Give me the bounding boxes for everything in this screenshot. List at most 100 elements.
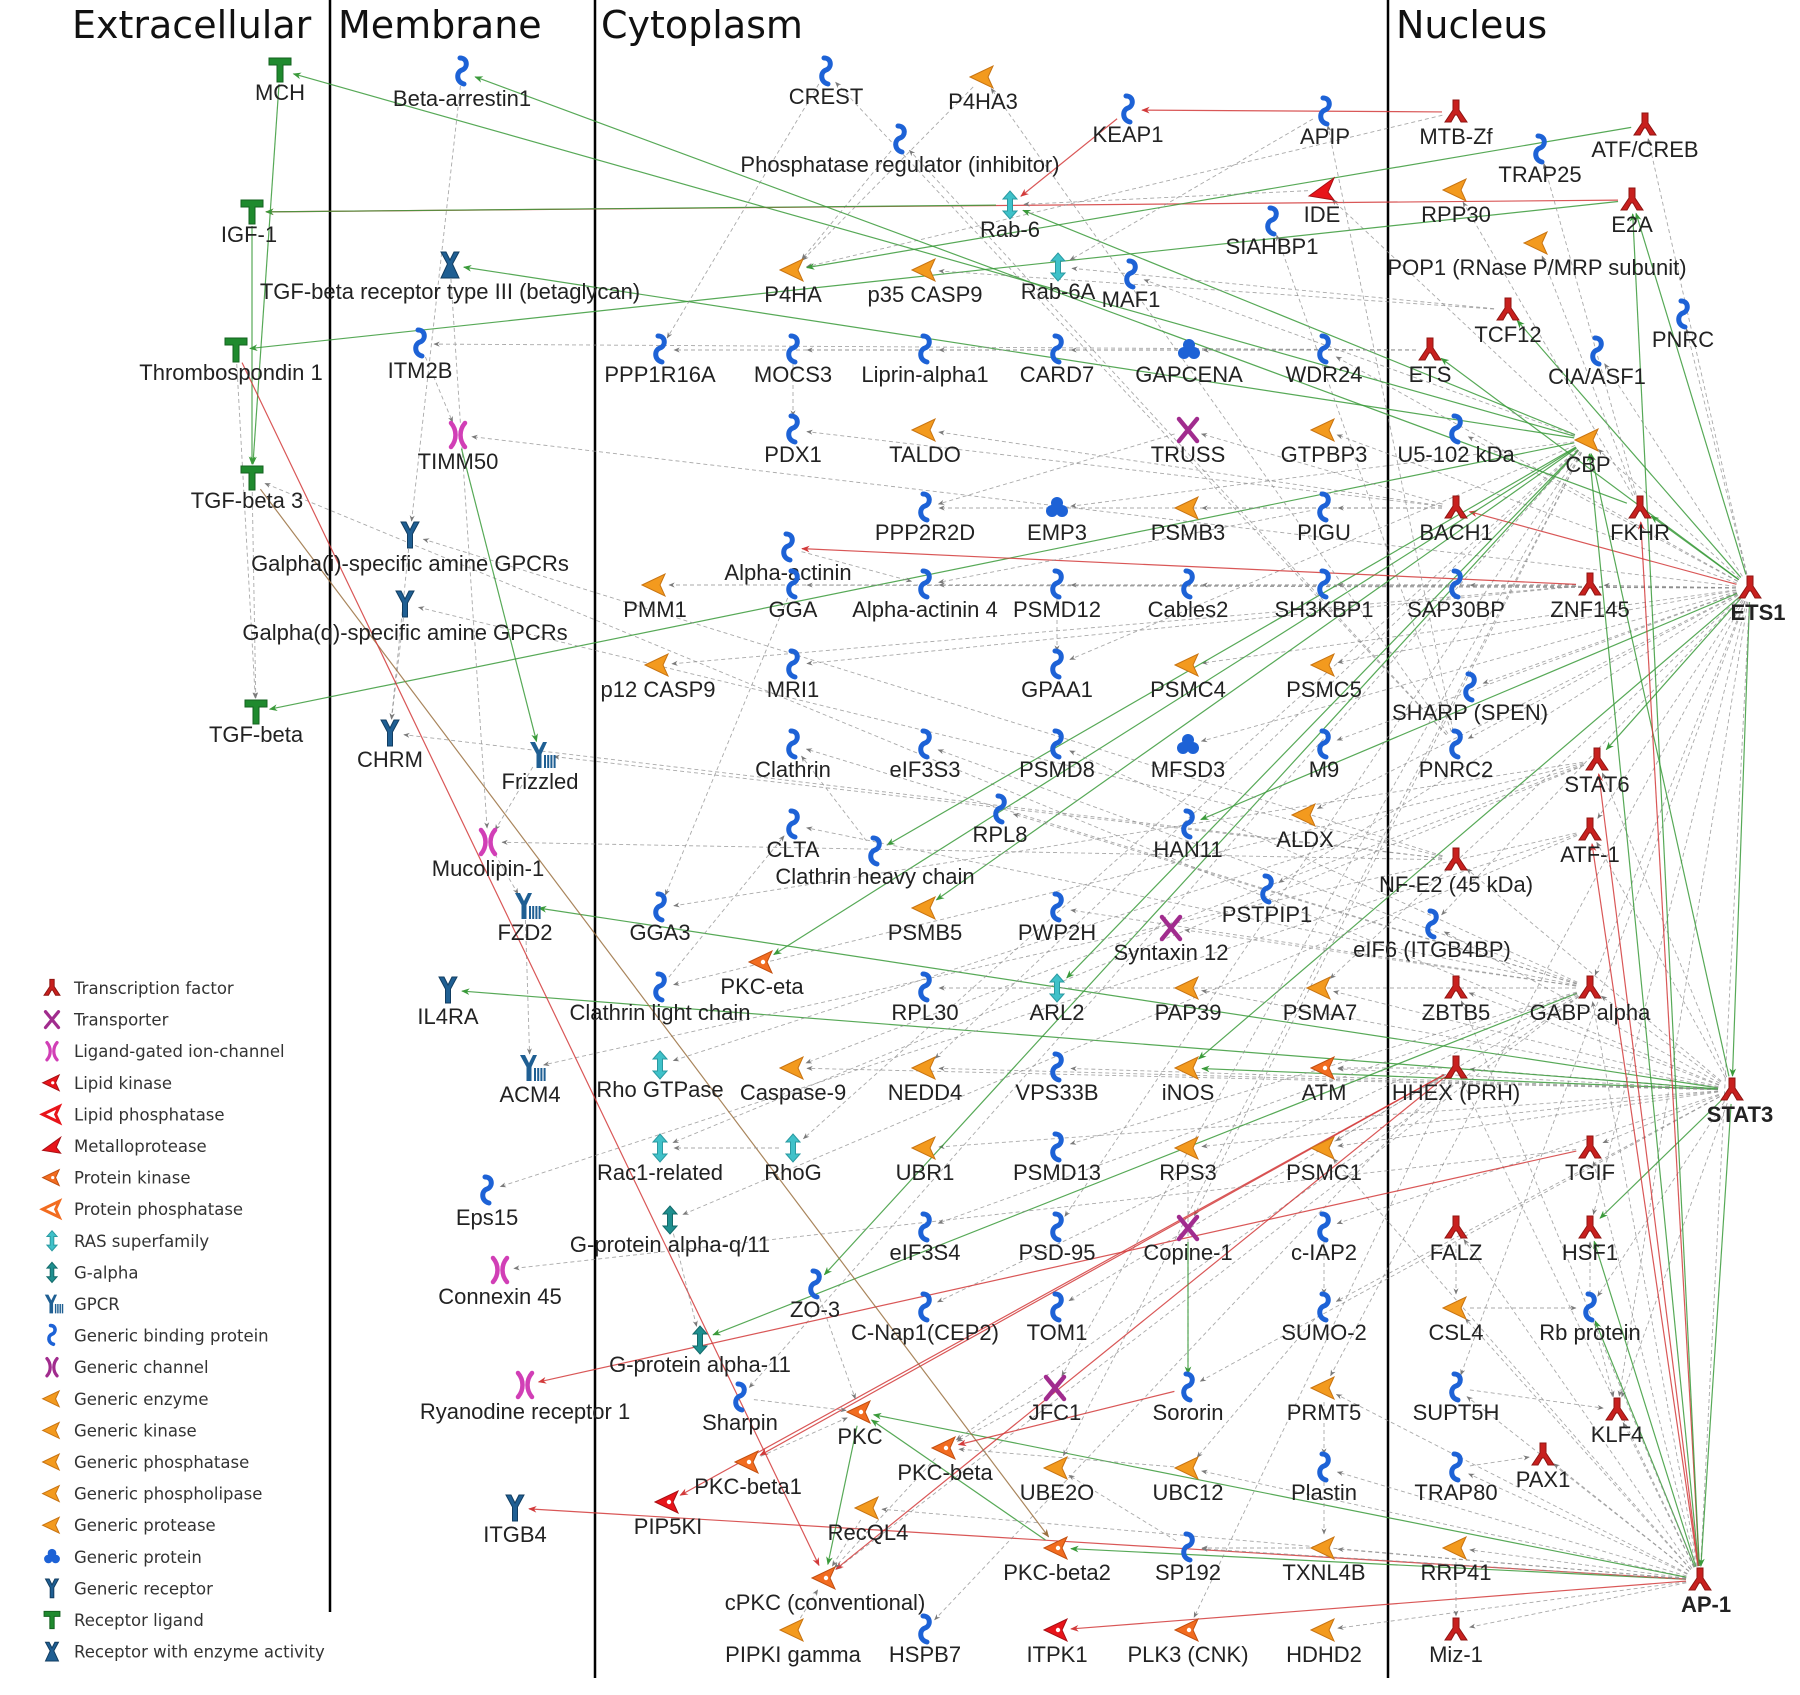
node-rpp30[interactable]: RPP30 [1421,177,1491,227]
node-e2a[interactable]: E2A [1611,187,1653,237]
node-vps33b[interactable]: VPS33B [1015,1051,1099,1105]
node-hsf1[interactable]: HSF1 [1562,1215,1618,1265]
node-ubc12[interactable]: UBC12 [1153,1455,1224,1505]
node-p12c9[interactable]: p12 CASP9 [601,652,716,702]
node-truss[interactable]: TRUSS [1151,416,1226,467]
node-trap80[interactable]: TRAP80 [1414,1451,1498,1505]
node-gpaq11[interactable]: G-protein alpha-q/11 [570,1205,770,1257]
node-gabpa[interactable]: GABP alpha [1530,975,1651,1025]
node-timm50[interactable]: TIMM50 [418,420,499,474]
node-phreg[interactable]: Phosphatase regulator (inhibitor) [740,123,1060,177]
node-mch[interactable]: MCH [255,57,305,105]
node-rpl8[interactable]: RPL8 [972,793,1028,847]
node-keap1[interactable]: KEAP1 [1093,93,1164,147]
node-atf1[interactable]: ATF-1 [1560,817,1620,867]
node-barr1[interactable]: Beta-arrestin1 [393,55,531,111]
node-sororin[interactable]: Sororin [1153,1371,1224,1425]
node-rrp41[interactable]: RRP41 [1421,1535,1492,1585]
node-gapcena[interactable]: GAPCENA [1135,339,1243,387]
node-u5102[interactable]: U5-102 kDa [1397,413,1515,467]
node-stx12[interactable]: Syntaxin 12 [1114,914,1229,965]
node-p4ha[interactable]: P4HA [764,257,822,307]
node-sh3kbp1[interactable]: SH3KBP1 [1274,568,1374,622]
node-tgfbr3[interactable]: TGF-beta receptor type III (betaglycan) [260,251,640,304]
node-sp192[interactable]: SP192 [1155,1531,1221,1585]
node-hspb7[interactable]: HSPB7 [889,1613,961,1667]
node-mfsd3[interactable]: MFSD3 [1151,734,1226,782]
node-ppp1r16a[interactable]: PPP1R16A [604,333,716,387]
node-fzd2[interactable]: FZD2 [498,893,553,945]
node-eif6[interactable]: eIF6 (ITGB4BP) [1353,908,1511,962]
node-itm2b[interactable]: ITM2B [388,327,453,383]
node-miz1[interactable]: Miz-1 [1429,1617,1483,1667]
node-taldo[interactable]: TALDO [889,417,961,467]
node-thbs1[interactable]: Thrombospondin 1 [139,337,323,385]
node-plastin[interactable]: Plastin [1291,1451,1357,1505]
node-maf1[interactable]: MAF1 [1102,258,1161,312]
node-cnap1[interactable]: C-Nap1(CEP2) [851,1291,999,1345]
node-tgfb[interactable]: TGF-beta [209,699,304,747]
node-igf1[interactable]: IGF-1 [221,199,277,247]
node-gtpbp3[interactable]: GTPBP3 [1281,417,1368,467]
node-bach1[interactable]: BACH1 [1419,495,1493,545]
node-gga[interactable]: GGA [769,568,818,622]
node-zo3[interactable]: ZO-3 [790,1268,840,1322]
node-inos[interactable]: iNOS [1162,1055,1215,1105]
node-rps3[interactable]: RPS3 [1159,1135,1217,1185]
node-acm4[interactable]: ACM4 [499,1055,561,1107]
node-stat6[interactable]: STAT6 [1564,747,1630,797]
node-p35c9[interactable]: p35 CASP9 [868,257,983,307]
node-gpa11[interactable]: G-protein alpha-11 [609,1325,791,1377]
node-hhex[interactable]: HHEX (PRH) [1392,1055,1520,1105]
node-pax1[interactable]: PAX1 [1516,1442,1571,1492]
node-m9[interactable]: M9 [1309,728,1340,782]
node-txnl4b[interactable]: TXNL4B [1282,1535,1366,1585]
node-cpne1[interactable]: Copine-1 [1143,1214,1233,1265]
node-zbtb5[interactable]: ZBTB5 [1422,975,1490,1025]
node-ciap2[interactable]: c-IAP2 [1291,1211,1357,1265]
node-psma7[interactable]: PSMA7 [1283,975,1358,1025]
node-recql4[interactable]: RecQL4 [828,1495,909,1545]
node-plk3[interactable]: PLK3 (CNK) [1127,1617,1249,1667]
node-rhog[interactable]: RhoG [764,1133,822,1185]
node-trap25[interactable]: TRAP25 [1498,133,1582,187]
node-p4ha3[interactable]: P4HA3 [948,64,1018,114]
node-card7[interactable]: CARD7 [1020,333,1095,387]
node-supt5h[interactable]: SUPT5H [1413,1371,1500,1425]
node-mocs3[interactable]: MOCS3 [754,333,832,387]
node-aldx[interactable]: ALDX [1276,802,1334,852]
node-lipa1[interactable]: Liprin-alpha1 [861,333,989,387]
node-jfc1[interactable]: JFC1 [1029,1374,1082,1425]
node-sap30bp[interactable]: SAP30BP [1407,568,1505,622]
node-tgfb3[interactable]: TGF-beta 3 [191,465,303,513]
node-falz[interactable]: FALZ [1430,1215,1483,1265]
node-cpkc[interactable]: cPKC (conventional) [725,1565,926,1615]
node-nfe2[interactable]: NF-E2 (45 kDa) [1379,847,1533,897]
node-sharp[interactable]: SHARP (SPEN) [1392,671,1548,725]
node-psmd12[interactable]: PSMD12 [1013,568,1101,622]
node-ets1[interactable]: ETS1 [1730,575,1786,625]
node-psmc1[interactable]: PSMC1 [1286,1135,1362,1185]
node-eif3s4[interactable]: eIF3S4 [890,1211,961,1265]
node-gai[interactable]: Galpha(i)-specific amine GPCRs [251,521,569,576]
node-pkc[interactable]: PKC [837,1399,883,1449]
node-ubr1[interactable]: UBR1 [896,1135,955,1185]
node-eif3s3[interactable]: eIF3S3 [890,728,961,782]
node-stat3[interactable]: STAT3 [1707,1077,1773,1127]
node-pap39[interactable]: PAP39 [1155,975,1222,1025]
node-rab6[interactable]: Rab-6 [980,190,1040,242]
node-ppp2r2d[interactable]: PPP2R2D [875,491,975,545]
node-gaq[interactable]: Galpha(q)-specific amine GPCRs [242,590,568,645]
node-ryr1[interactable]: Ryanodine receptor 1 [420,1370,630,1424]
node-nedd4[interactable]: NEDD4 [888,1055,963,1105]
node-ube2o[interactable]: UBE2O [1020,1455,1095,1505]
node-fkhr[interactable]: FKHR [1610,495,1670,545]
node-wdr24[interactable]: WDR24 [1285,333,1363,387]
node-cbp[interactable]: CBP [1565,427,1611,477]
node-il4ra[interactable]: IL4RA [417,976,479,1029]
node-han11[interactable]: HAN11 [1153,808,1223,862]
node-ciaasf1[interactable]: CIA/ASF1 [1548,335,1646,389]
node-actn4[interactable]: Alpha-actinin 4 [852,568,998,622]
node-frz[interactable]: Frizzled [501,742,579,794]
node-itgb4[interactable]: ITGB4 [483,1494,547,1547]
